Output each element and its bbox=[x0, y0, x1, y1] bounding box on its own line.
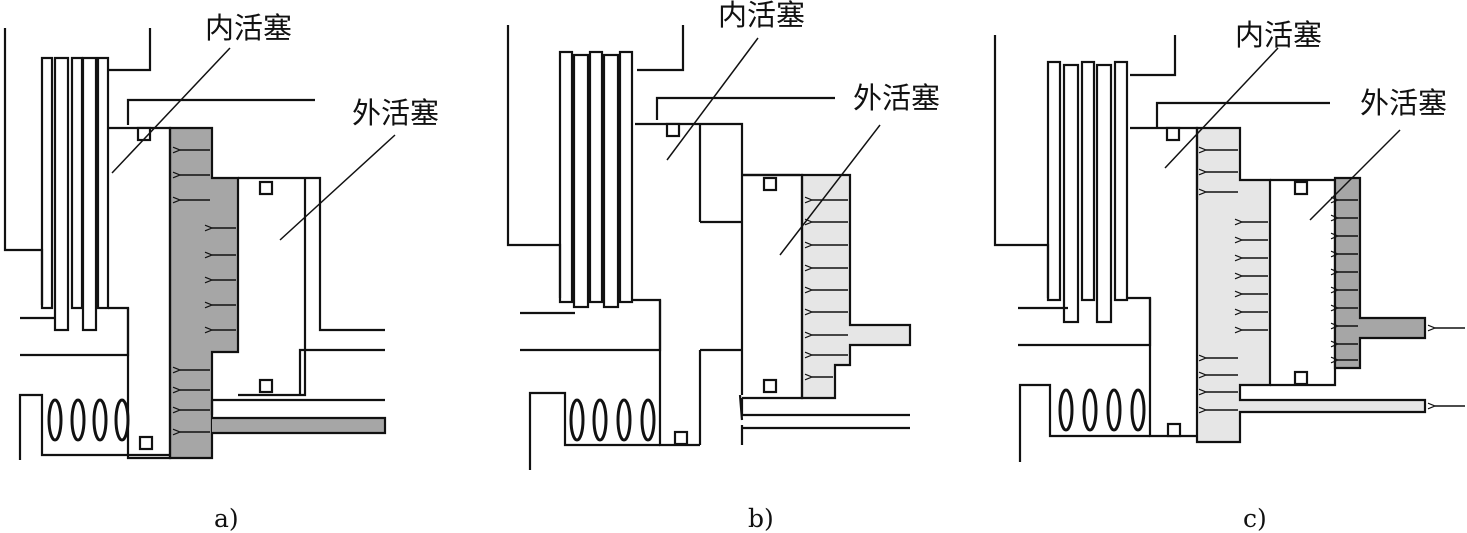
clutch-plate bbox=[618, 50, 634, 304]
seal bbox=[665, 122, 681, 138]
leader-line bbox=[1309, 129, 1401, 221]
inlet-pipe bbox=[212, 416, 387, 435]
clutch-plate bbox=[96, 56, 110, 310]
outer-piston bbox=[238, 176, 385, 397]
outer-chamber bbox=[800, 173, 912, 400]
inner-chamber bbox=[1195, 126, 1427, 444]
leader-line bbox=[111, 47, 231, 174]
clutch-plate bbox=[558, 50, 574, 304]
clutch-plate bbox=[81, 56, 98, 332]
seal bbox=[258, 378, 274, 394]
seal bbox=[1293, 370, 1309, 386]
outer-chamber bbox=[1333, 176, 1427, 370]
seal bbox=[1293, 180, 1309, 196]
inner-piston-label: 内活塞 bbox=[718, 0, 805, 32]
panel-caption: c) bbox=[1243, 504, 1267, 533]
clutch-plate bbox=[70, 56, 84, 310]
seal bbox=[1165, 126, 1181, 142]
clutch-plate bbox=[1080, 60, 1096, 302]
inner-chamber bbox=[168, 126, 240, 460]
return-spring bbox=[569, 398, 656, 442]
clutch-plate bbox=[602, 53, 620, 309]
pressure-arrows bbox=[812, 200, 848, 377]
outer-piston-label: 外活塞 bbox=[853, 81, 940, 115]
panel-a bbox=[3, 28, 396, 460]
pressure-arrows bbox=[180, 150, 236, 432]
clutch-plate bbox=[588, 50, 604, 304]
panel-c bbox=[993, 35, 1465, 462]
clutch-plate bbox=[1113, 60, 1129, 302]
leader-line bbox=[279, 134, 396, 241]
seal bbox=[1166, 422, 1182, 438]
inner-piston bbox=[635, 122, 800, 445]
seal bbox=[138, 435, 154, 451]
clutch-plate bbox=[40, 56, 54, 310]
pressure-arrows bbox=[1206, 150, 1465, 410]
return-spring bbox=[47, 398, 130, 442]
clutch-plate bbox=[53, 56, 70, 332]
leader-line bbox=[666, 37, 759, 161]
leader-line bbox=[1164, 47, 1279, 169]
inner-piston-label: 内活塞 bbox=[205, 11, 292, 45]
panel-caption: b) bbox=[748, 504, 774, 533]
housing-outline bbox=[993, 35, 1050, 298]
clutch-plate bbox=[1046, 60, 1062, 302]
inner-piston-label: 内活塞 bbox=[1235, 18, 1322, 52]
outer-piston-label: 外活塞 bbox=[1360, 86, 1447, 120]
panel-caption: a) bbox=[214, 504, 239, 533]
return-spring bbox=[1058, 388, 1146, 432]
housing-outline bbox=[3, 28, 44, 305]
clutch-plate bbox=[1095, 63, 1113, 324]
drum-outline bbox=[108, 28, 152, 72]
housing-outline bbox=[506, 25, 562, 298]
drum-outline bbox=[1130, 35, 1177, 77]
seal bbox=[258, 180, 274, 196]
leader-line bbox=[779, 124, 881, 256]
outer-piston bbox=[740, 173, 910, 445]
outer-piston bbox=[1270, 178, 1337, 387]
outer-piston-label: 外活塞 bbox=[352, 96, 439, 130]
seal bbox=[762, 176, 778, 192]
seal bbox=[762, 378, 778, 394]
clutch-plate bbox=[1062, 63, 1080, 324]
panel-b bbox=[506, 25, 912, 470]
clutch-plate bbox=[572, 53, 590, 309]
drum-outline bbox=[637, 25, 685, 72]
seal bbox=[673, 430, 689, 446]
